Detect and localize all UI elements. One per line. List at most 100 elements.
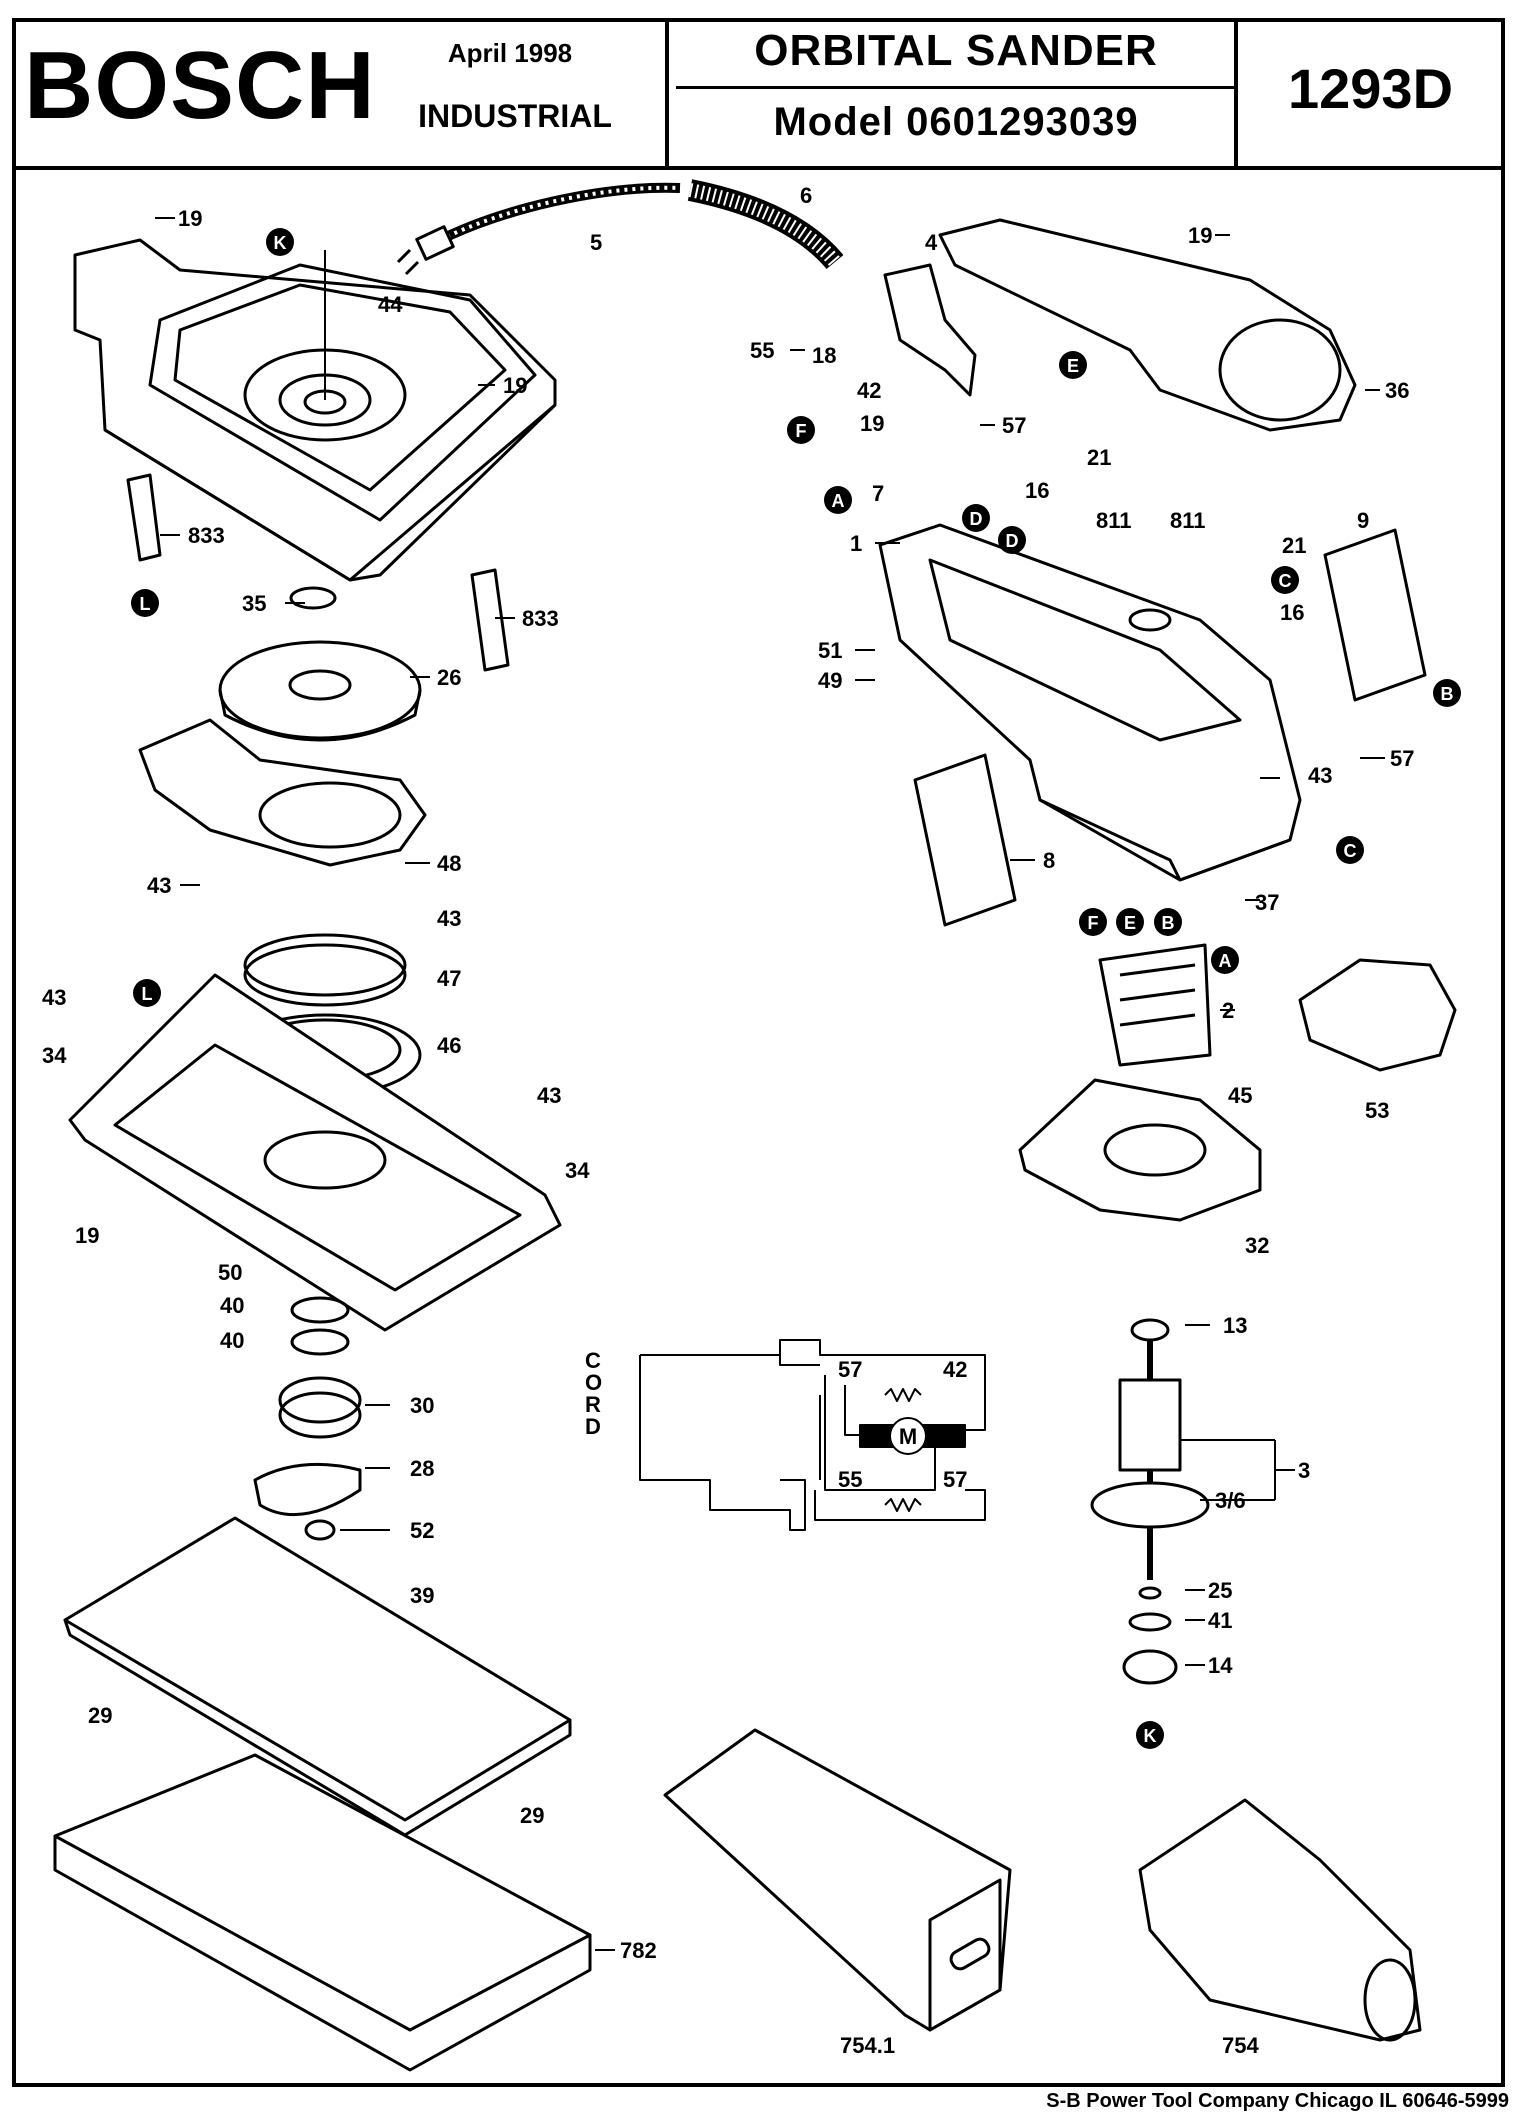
connector-marker-b: B	[1433, 679, 1461, 707]
svg-text:E: E	[1124, 913, 1136, 933]
svg-text:C: C	[1279, 571, 1292, 591]
fan-cover-45-illustration	[1018, 1078, 1262, 1222]
connector-marker-c: C	[1336, 836, 1364, 864]
part-label: 6	[800, 183, 812, 208]
part-label: 40	[220, 1328, 244, 1353]
base-frame-50-illustration	[68, 973, 562, 1332]
part-label: 26	[437, 665, 461, 690]
part-labels: 19 5 6 4 44 19 36 19 55 18 42 19 57 21 7…	[42, 183, 1414, 2058]
part-label: 48	[437, 851, 461, 876]
title-block	[12, 18, 1505, 170]
part-label: 46	[437, 1033, 461, 1058]
part-label: 19	[178, 206, 202, 231]
part-label: 43	[42, 985, 66, 1010]
connector-marker-d: D	[998, 526, 1026, 554]
publication-date: April 1998	[447, 38, 573, 68]
wire-label: 57	[838, 1357, 862, 1382]
connector-marker-e: E	[1116, 908, 1144, 936]
title-divider	[665, 18, 669, 170]
part-label: 21	[1087, 445, 1111, 470]
part-label: 42	[857, 378, 881, 403]
part-label: 29	[88, 1703, 112, 1728]
svg-text:D: D	[1006, 531, 1019, 551]
part-label: 29	[520, 1803, 544, 1828]
title-divider	[1234, 18, 1238, 170]
svg-text:F: F	[796, 421, 807, 441]
connector-marker-b: B	[1154, 908, 1182, 936]
part-label: 8	[1043, 848, 1055, 873]
dust-duct-48-illustration	[138, 718, 427, 867]
connector-marker-e: E	[1059, 351, 1087, 379]
part-label: 55	[750, 338, 774, 363]
part-label: 16	[1025, 478, 1049, 503]
part-label: 43	[437, 906, 461, 931]
svg-text:F: F	[1088, 913, 1099, 933]
handle-cover-36-illustration	[938, 218, 1357, 432]
svg-text:L: L	[140, 594, 151, 614]
part-label: 811	[1170, 508, 1206, 533]
part-label: 39	[410, 1583, 434, 1608]
connector-marker-c: C	[1271, 566, 1299, 594]
part-label: 44	[378, 292, 403, 317]
part-label: 57	[1002, 413, 1026, 438]
wiring-diagram-labels: C O R D 57 42 55 57 M	[585, 1348, 967, 1492]
motor-housing-1-illustration	[878, 523, 1302, 882]
part-label: 811	[1096, 508, 1132, 533]
sanding-plate-782-illustration	[53, 1753, 592, 2072]
svg-text:C: C	[1344, 841, 1357, 861]
part-label: 754	[1222, 2033, 1259, 2058]
connector-marker-l: L	[133, 979, 161, 1007]
svg-text:A: A	[832, 491, 845, 511]
svg-text:B: B	[1441, 684, 1454, 704]
part-label: 1	[850, 531, 862, 556]
part-label: 49	[818, 668, 842, 693]
part-label: 53	[1365, 1098, 1389, 1123]
part-label: 52	[410, 1518, 434, 1543]
part-label: 32	[1245, 1233, 1269, 1258]
part-label: 30	[410, 1393, 434, 1418]
footer-company: S-B Power Tool Company Chicago IL 60646-…	[1046, 2090, 1509, 2112]
part-label: 37	[1255, 890, 1279, 915]
part-label: 57	[1390, 746, 1414, 771]
terminal-label: R	[585, 1392, 601, 1417]
clip-833-illustration	[126, 473, 510, 672]
wire-label: 55	[838, 1467, 862, 1492]
part-label: 25	[1208, 1578, 1232, 1603]
wire-label: 42	[943, 1357, 967, 1382]
part-label: 34	[565, 1158, 590, 1183]
part-label: 41	[1208, 1608, 1232, 1633]
part-label: 16	[1280, 600, 1304, 625]
part-label: 19	[75, 1223, 99, 1248]
part-label: 19	[503, 373, 527, 398]
part-label: 833	[188, 523, 225, 548]
part-label: 13	[1223, 1313, 1247, 1338]
catalog-code: 1293D	[1287, 57, 1454, 120]
part-label: 43	[1308, 763, 1332, 788]
part-label: 35	[242, 591, 266, 616]
part-label: 28	[410, 1456, 434, 1481]
svg-text:K: K	[274, 233, 287, 253]
part-label: 45	[1228, 1083, 1252, 1108]
product-division: INDUSTRIAL	[418, 98, 612, 134]
part-label: 7	[872, 481, 884, 506]
part-label: 18	[812, 343, 836, 368]
terminal-label: D	[585, 1414, 601, 1439]
part-label: 40	[220, 1293, 244, 1318]
motor-symbol: M	[899, 1424, 917, 1449]
svg-text:D: D	[970, 509, 983, 529]
connector-marker-f: F	[787, 416, 815, 444]
label-plate-9-illustration	[1323, 528, 1427, 702]
power-cord-illustration	[396, 179, 844, 276]
terminal-label: O	[585, 1370, 602, 1395]
part-label: 833	[522, 606, 559, 631]
svg-text:K: K	[1144, 1726, 1157, 1746]
part-label: 21	[1282, 533, 1306, 558]
wire-label: 57	[943, 1467, 967, 1492]
part-label: 5	[590, 230, 602, 255]
part-label: 43	[147, 873, 171, 898]
svg-text:L: L	[142, 984, 153, 1004]
part-label: 19	[1188, 223, 1212, 248]
switch-4-illustration	[883, 263, 977, 397]
svg-text:B: B	[1162, 913, 1175, 933]
